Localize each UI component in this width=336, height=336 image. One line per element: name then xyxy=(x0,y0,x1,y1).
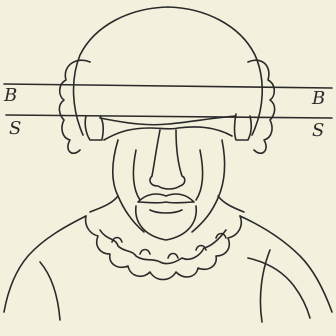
left-cheek-line xyxy=(133,150,140,200)
label-s-left: S xyxy=(9,120,21,138)
line-s xyxy=(6,115,332,118)
label-s-right: S xyxy=(312,122,324,140)
right-shoulder xyxy=(240,216,332,312)
mustache xyxy=(138,194,194,203)
beard xyxy=(136,206,197,240)
left-shoulder xyxy=(4,216,86,312)
mouth xyxy=(150,210,182,213)
label-b-right: B xyxy=(312,90,325,108)
face-right-contour xyxy=(192,140,225,232)
left-ear-block xyxy=(85,116,103,140)
face-left-contour xyxy=(113,140,144,232)
brow-band-lower xyxy=(104,127,232,140)
right-cheek-line xyxy=(196,150,203,200)
neck-left xyxy=(90,196,118,212)
ruff-collar-inner xyxy=(100,230,226,264)
nose-bridge xyxy=(150,130,185,189)
garment-right-fold xyxy=(260,250,270,322)
label-b-left: B xyxy=(4,87,17,105)
ruff-collar-outer xyxy=(86,216,242,280)
garment-left-fold xyxy=(40,262,60,320)
neck-right xyxy=(218,196,244,212)
garment-right-detail xyxy=(248,258,310,318)
line-b xyxy=(4,84,332,88)
